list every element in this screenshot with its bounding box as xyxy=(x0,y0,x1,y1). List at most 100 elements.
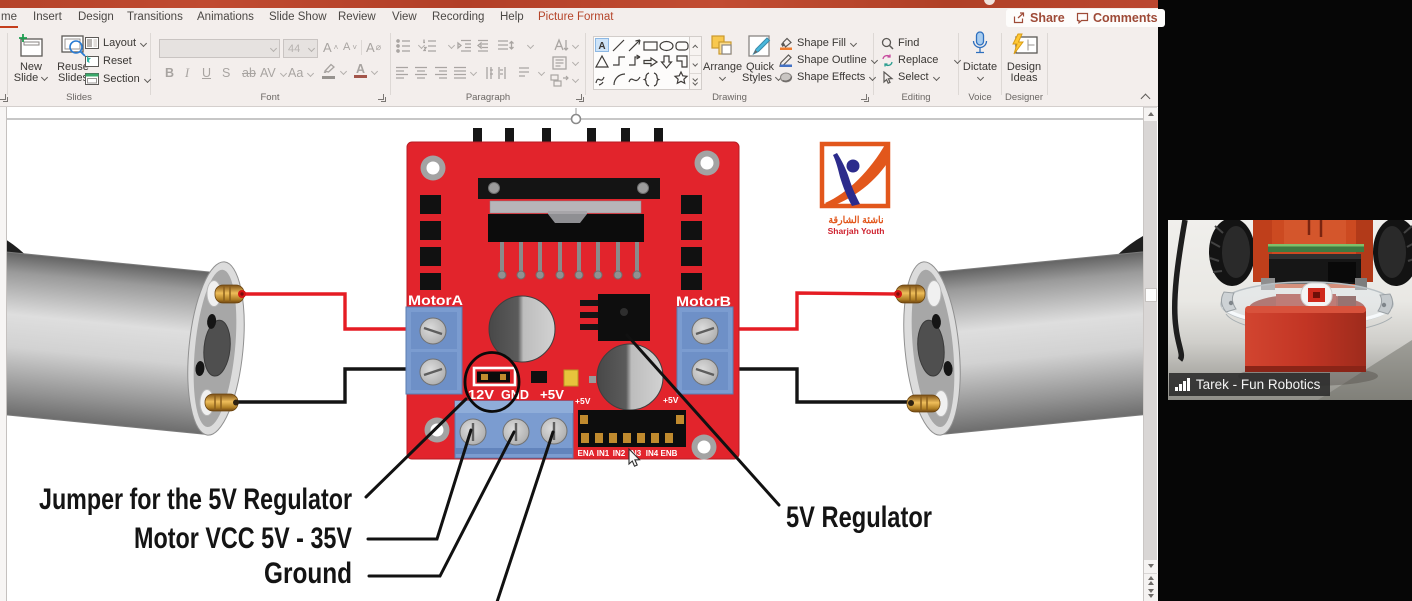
drawing-dialog-launcher[interactable] xyxy=(860,93,869,102)
layout-button[interactable]: Layout xyxy=(85,36,147,50)
comments-label: Comments xyxy=(1093,11,1158,25)
alignment-buttons[interactable] xyxy=(395,65,540,81)
find-icon xyxy=(881,37,894,50)
svg-text:ENA: ENA xyxy=(578,449,595,458)
connection-signal-icon xyxy=(1175,378,1190,391)
comments-button[interactable]: Comments xyxy=(1069,9,1165,27)
picture-selection[interactable] xyxy=(0,108,1143,125)
strikethrough-button[interactable]: ab xyxy=(242,66,256,80)
design-ideas-label-1: Design xyxy=(1006,61,1042,73)
shapes-gallery[interactable]: A xyxy=(593,36,690,90)
italic-button[interactable]: I xyxy=(185,66,189,80)
tab-animations[interactable]: Animations xyxy=(197,11,254,23)
shape-fill-button[interactable]: Shape Fill xyxy=(779,36,857,50)
tab-view[interactable]: View xyxy=(392,11,417,23)
svg-text:IN1: IN1 xyxy=(597,449,610,458)
titlebar[interactable] xyxy=(0,0,1158,8)
font-color-button[interactable]: A xyxy=(354,63,378,78)
italic-icon: I xyxy=(185,65,190,80)
shape-effects-button[interactable]: Shape Effects xyxy=(779,70,876,84)
clear-formatting-slash-icon: ⌀ xyxy=(375,41,382,52)
tab-help[interactable]: Help xyxy=(500,11,524,23)
grow-font-button[interactable]: A˄ xyxy=(323,40,338,55)
reuse-slides-button[interactable]: Reuse Slides xyxy=(52,31,94,84)
video-call-tile[interactable] xyxy=(1168,220,1412,400)
drawing-group-label: Drawing xyxy=(712,92,747,103)
new-slide-button[interactable]: New Slide xyxy=(10,31,52,84)
change-case-button[interactable]: Aa xyxy=(288,66,314,80)
robot-chassis xyxy=(1253,220,1373,290)
scroll-up-button[interactable] xyxy=(1144,108,1158,121)
reuse-slides-label-1: Reuse xyxy=(57,61,89,73)
power-terminal-block xyxy=(454,400,574,459)
section-button[interactable]: Section xyxy=(85,72,151,86)
design-ideas-button[interactable]: Design Ideas xyxy=(1005,31,1043,84)
tab-slide-show[interactable]: Slide Show xyxy=(269,11,327,23)
shapes-scroll-down-button[interactable] xyxy=(690,55,701,73)
font-size-combo[interactable]: 44 xyxy=(283,39,318,58)
quick-styles-button[interactable]: Quick Styles xyxy=(742,31,778,84)
board-12v-label: 12V xyxy=(468,388,495,402)
font-name-combo[interactable] xyxy=(159,39,280,58)
select-button[interactable]: Select xyxy=(881,70,940,84)
bullets-numbering-indent-buttons[interactable] xyxy=(395,38,525,54)
replace-button[interactable]: Replace xyxy=(881,53,961,67)
board-5v-label: +5V xyxy=(540,388,565,402)
tab-insert[interactable]: Insert xyxy=(33,11,62,23)
select-icon xyxy=(883,70,894,84)
chevron-down-icon xyxy=(869,74,876,81)
shapes-more-button[interactable] xyxy=(690,73,701,91)
selection-handle[interactable] xyxy=(570,113,582,125)
next-slide-button[interactable] xyxy=(1144,588,1158,600)
tab-review[interactable]: Review xyxy=(338,11,376,23)
slide-canvas[interactable]: MotorA MotorB xyxy=(0,107,1143,601)
bold-button[interactable]: B xyxy=(165,66,174,80)
left-motor xyxy=(0,236,246,436)
group-separator xyxy=(585,33,586,95)
dictate-button[interactable]: Dictate xyxy=(961,31,999,84)
new-slide-label-1: New xyxy=(19,61,42,73)
text-layout-buttons[interactable] xyxy=(550,36,580,88)
paragraph-dialog-launcher[interactable] xyxy=(575,93,584,102)
share-label: Share xyxy=(1030,11,1065,25)
arrange-button[interactable]: Arrange xyxy=(703,31,742,84)
tab-transitions[interactable]: Transitions xyxy=(127,11,183,23)
replace-label: Replace xyxy=(898,54,939,66)
collapse-ribbon-button[interactable] xyxy=(1140,92,1152,102)
clear-formatting-button[interactable]: A⌀ xyxy=(366,40,382,55)
character-spacing-button[interactable]: AV xyxy=(260,66,287,80)
share-button[interactable]: Share xyxy=(1006,9,1072,27)
font-dialog-launcher[interactable] xyxy=(377,93,386,102)
editing-group-label: Editing xyxy=(901,92,931,103)
svg-text:IN3: IN3 xyxy=(629,449,642,458)
robot-video-frame xyxy=(1168,220,1412,400)
highlight-button[interactable] xyxy=(322,63,347,79)
clipboard-dialog-launcher[interactable] xyxy=(0,93,8,102)
scrollbar-thumb[interactable] xyxy=(1145,288,1157,302)
left-motor-face xyxy=(187,261,245,436)
dictate-label: Dictate xyxy=(962,61,998,73)
shape-fill-icon xyxy=(780,37,792,50)
font-size-value: 44 xyxy=(288,42,301,55)
vertical-scrollbar[interactable] xyxy=(1143,107,1158,601)
tab-home[interactable]: me xyxy=(1,11,17,23)
design-ideas-label-2: Ideas xyxy=(1010,72,1038,84)
section-label: Section xyxy=(103,73,140,85)
shrink-font-button[interactable]: A˅ xyxy=(343,40,357,54)
tab-design[interactable]: Design xyxy=(78,11,114,23)
find-button[interactable]: Find xyxy=(881,36,919,50)
text-shadow-button[interactable]: S xyxy=(222,66,230,80)
change-case-icon: Aa xyxy=(288,66,304,80)
tab-picture-format[interactable]: Picture Format xyxy=(538,11,614,23)
shape-outline-button[interactable]: Shape Outline xyxy=(779,53,878,67)
shape-fill-label: Shape Fill xyxy=(797,37,846,49)
underline-button[interactable]: U xyxy=(202,66,211,80)
shapes-scroll-up-button[interactable] xyxy=(690,37,701,55)
paragraph-group-label: Paragraph xyxy=(465,92,511,103)
shrink-arrow-icon: ˅ xyxy=(352,42,358,52)
previous-slide-button[interactable] xyxy=(1144,575,1158,587)
scroll-down-button[interactable] xyxy=(1144,560,1158,573)
tab-recording[interactable]: Recording xyxy=(432,11,485,23)
reset-button[interactable]: Reset xyxy=(85,54,132,68)
